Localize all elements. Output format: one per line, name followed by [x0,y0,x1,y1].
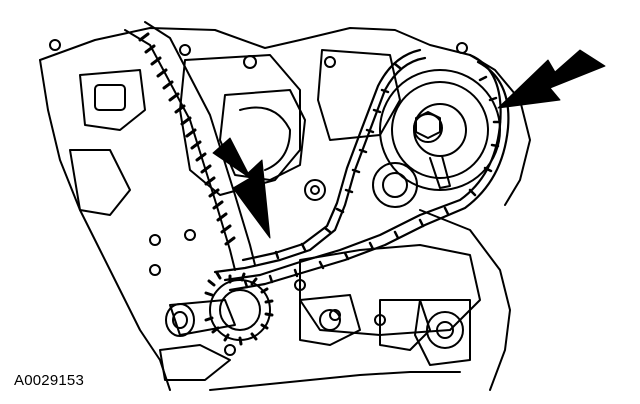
engine-block-outline [39,27,531,391]
chain-tensioner [159,299,236,381]
crankshaft-sprocket [204,271,274,346]
callout-arrow-left [212,137,271,239]
lower-housing [299,294,431,351]
callout-arrow-right [497,49,606,109]
timing-chain [213,48,510,292]
intermediate-sprocket [372,162,418,208]
figure-id-label: A0029153 [14,372,85,389]
camshaft-sprocket [379,69,501,191]
bolt-bosses [49,39,468,356]
